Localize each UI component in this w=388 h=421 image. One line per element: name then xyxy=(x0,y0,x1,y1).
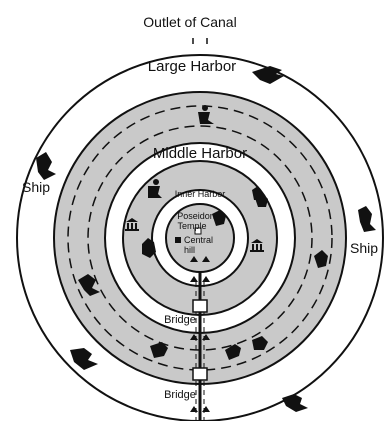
central-hill-label-line2: hill xyxy=(184,245,195,255)
poseidon-temple-label-line1: Poseidon xyxy=(177,211,215,221)
central-hill-marker xyxy=(175,237,181,243)
central-hill-label-line1: Central xyxy=(184,235,213,245)
bridge-label-upper: Bridge xyxy=(164,314,196,326)
outlet-label: Outlet of Canal xyxy=(143,14,236,30)
large-harbor-label: Large Harbor xyxy=(148,58,236,75)
poseidon-temple-label-line2: Temple xyxy=(177,221,206,231)
middle-harbor-label: Middle Harbor xyxy=(153,145,247,162)
inner-harbor-label: Inner Harbor xyxy=(175,189,226,199)
outlet-bracket xyxy=(193,38,207,44)
ship-label-left: Ship xyxy=(22,179,50,195)
bridge-label-lower: Bridge xyxy=(164,389,196,401)
ship-label-right: Ship xyxy=(350,240,378,256)
